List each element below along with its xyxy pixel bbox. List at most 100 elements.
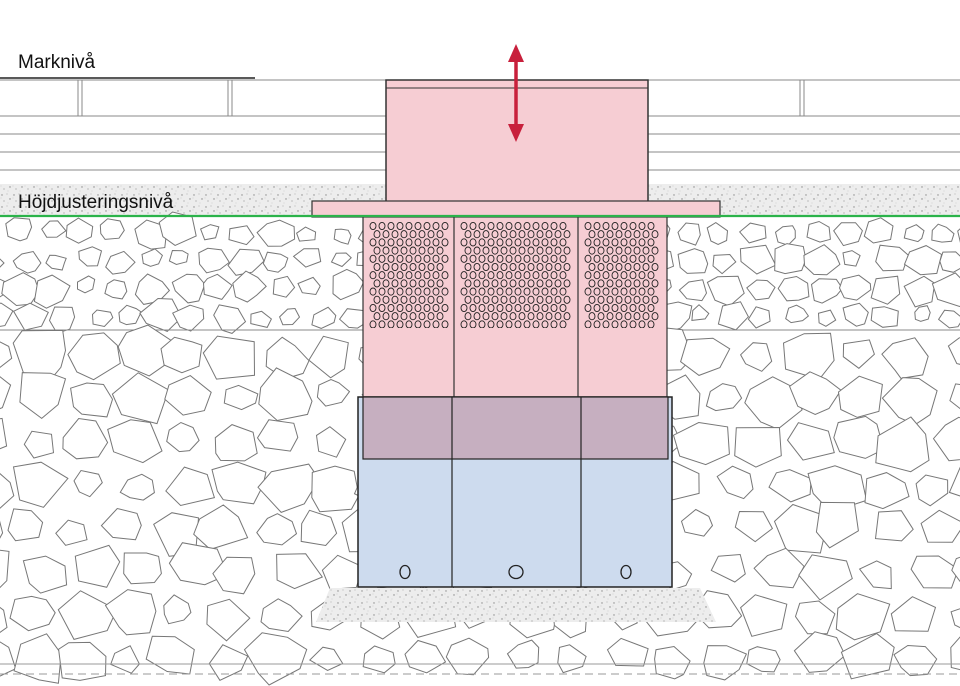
stone <box>141 248 164 267</box>
stone <box>134 219 167 250</box>
stone <box>202 335 256 380</box>
stone <box>276 553 324 590</box>
perforation-hole <box>500 230 508 239</box>
perforation-hole <box>405 238 413 247</box>
stone <box>677 222 701 246</box>
perforation-hole <box>559 287 567 296</box>
stone <box>163 594 192 625</box>
perforation-hole <box>418 312 426 321</box>
perforation-hole <box>606 262 614 272</box>
perforation-hole <box>629 254 637 263</box>
stone <box>739 244 777 275</box>
perforation-hole <box>387 303 395 313</box>
perforation-hole <box>509 262 517 272</box>
stone <box>739 342 773 372</box>
stone <box>838 274 872 301</box>
stone <box>842 250 861 267</box>
stone <box>863 217 894 244</box>
perforation-hole <box>647 271 655 280</box>
perforation-hole <box>473 279 481 288</box>
perforation-hole <box>427 279 435 288</box>
perforation-hole <box>593 271 601 280</box>
perforation-hole <box>405 271 413 280</box>
stone <box>321 554 364 590</box>
perforation-hole <box>423 238 431 247</box>
perforation-hole <box>500 295 508 304</box>
stone <box>104 589 157 636</box>
perforation-hole <box>509 279 517 288</box>
stone <box>910 555 959 589</box>
stone <box>48 306 76 334</box>
perforation-hole <box>436 262 444 272</box>
perforation-hole <box>615 246 623 255</box>
stone <box>931 223 955 243</box>
stone <box>842 339 875 369</box>
stone <box>166 421 200 453</box>
stone <box>308 646 344 671</box>
perforation-hole <box>536 246 544 255</box>
perforation-hole <box>382 279 390 288</box>
stone <box>678 279 708 302</box>
perforation-hole <box>536 230 544 239</box>
perforation-hole <box>532 287 540 296</box>
perforation-hole <box>559 254 567 263</box>
perforation-hole <box>369 320 377 328</box>
perforation-hole <box>638 303 646 313</box>
perforation-hole <box>554 246 562 255</box>
perforation-hole <box>418 262 426 272</box>
perforation-hole <box>400 246 408 255</box>
perforation-hole <box>396 221 404 231</box>
perforation-hole <box>536 312 544 321</box>
perforation-hole <box>400 262 408 272</box>
perforation-hole <box>559 238 567 247</box>
perforation-hole <box>482 312 490 321</box>
stone <box>362 645 396 674</box>
stone <box>300 509 338 547</box>
perforation-hole <box>464 246 472 255</box>
perforation-hole <box>624 279 632 288</box>
perforation-hole <box>647 320 655 328</box>
perforation-hole <box>602 287 610 296</box>
perforation-hole <box>423 303 431 313</box>
perforation-hole <box>647 287 655 296</box>
perforation-hole <box>624 246 632 255</box>
perforation-hole <box>387 254 395 263</box>
perforation-hole <box>629 287 637 296</box>
perforation-hole <box>500 262 508 272</box>
stone <box>680 508 714 537</box>
perforation-hole <box>647 238 655 247</box>
perforation-hole <box>584 221 592 231</box>
perforation-hole <box>387 320 395 328</box>
perforation-hole <box>620 287 628 296</box>
perforation-hole <box>396 271 404 280</box>
perforation-hole <box>532 320 540 328</box>
perforation-hole <box>651 312 659 321</box>
perforation-hole <box>593 254 601 263</box>
perforation-hole <box>514 320 522 328</box>
perforation-hole <box>611 271 619 280</box>
perforation-hole <box>423 271 431 280</box>
perforation-hole <box>554 279 562 288</box>
perforation-hole <box>491 262 499 272</box>
perforation-hole <box>615 295 623 304</box>
perforation-hole <box>414 238 422 247</box>
perforation-hole <box>432 287 440 296</box>
stone <box>160 336 203 374</box>
perforation-hole <box>602 254 610 263</box>
perforation-hole <box>378 287 386 296</box>
perforation-hole <box>487 271 495 280</box>
stone <box>680 337 731 376</box>
perforation-hole <box>523 287 531 296</box>
perforation-hole <box>496 320 504 328</box>
perforation-hole <box>378 221 386 231</box>
perforation-hole <box>414 320 422 328</box>
perforation-hole <box>509 230 517 239</box>
perforation-hole <box>518 279 526 288</box>
stone <box>171 273 206 304</box>
stone <box>258 367 313 422</box>
stone <box>211 461 267 505</box>
perforation-hole <box>651 279 659 288</box>
perforation-hole <box>597 295 605 304</box>
perforation-hole <box>373 279 381 288</box>
stone <box>41 220 67 238</box>
